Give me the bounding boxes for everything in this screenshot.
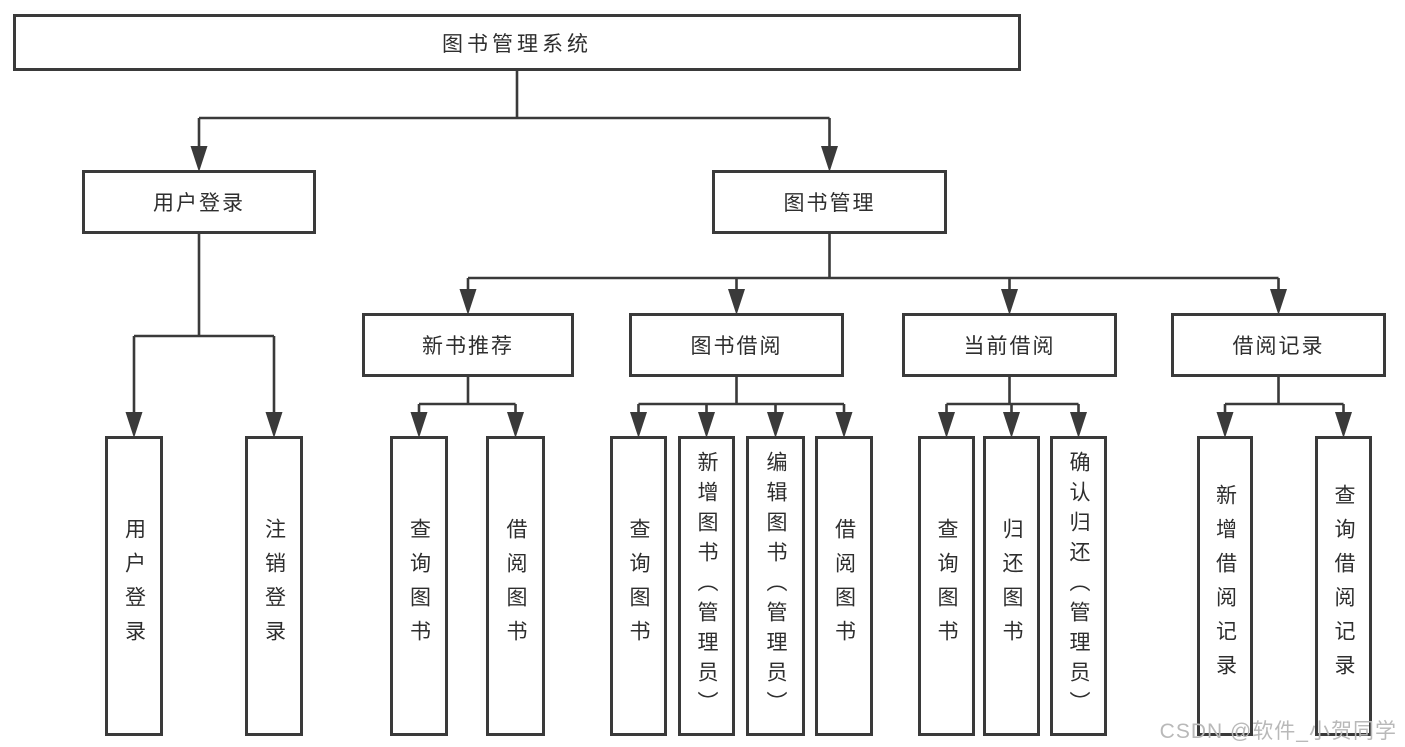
leaf-query-borrow-record: 查询借阅记录 (1315, 436, 1372, 736)
arrow-down-icon (1001, 289, 1018, 315)
leaf-query-books-2: 查询图书 (610, 436, 667, 736)
node-root-label: 图书管理系统 (442, 32, 592, 56)
leaf-add-book-admin-label: 新增图书（管理员） (695, 451, 718, 721)
leaf-query-books-1: 查询图书 (390, 436, 448, 736)
arrow-down-icon (459, 289, 477, 315)
node-user-login-label: 用户登录 (153, 192, 245, 215)
arrow-down-icon (190, 146, 208, 172)
leaf-user-login: 用户登录 (105, 436, 163, 736)
arrow-down-icon (1216, 412, 1234, 438)
node-book-borrowing: 图书借阅 (629, 313, 844, 377)
arrow-down-icon (630, 412, 647, 438)
arrow-down-icon (1270, 289, 1287, 315)
arrow-down-icon (821, 146, 838, 172)
leaf-add-book-admin: 新增图书（管理员） (678, 436, 735, 736)
leaf-query-books-1-label: 查询图书 (407, 518, 431, 654)
node-current-borrowing-label: 当前借阅 (963, 335, 1056, 358)
node-root: 图书管理系统 (13, 14, 1021, 71)
leaf-return-books: 归还图书 (983, 436, 1040, 736)
arrow-down-icon (835, 412, 853, 438)
leaf-user-login-label: 用户登录 (122, 518, 146, 654)
arrow-down-icon (410, 412, 428, 438)
leaf-borrow-books-1: 借阅图书 (486, 436, 545, 736)
arrow-down-icon (767, 412, 784, 438)
node-borrowing-records-label: 借阅记录 (1232, 335, 1325, 358)
arrow-down-icon (728, 289, 745, 315)
leaf-edit-book-admin-label: 编辑图书（管理员） (764, 451, 787, 721)
leaf-return-books-label: 归还图书 (1000, 518, 1023, 654)
leaf-logout: 注销登录 (245, 436, 303, 736)
leaf-edit-book-admin: 编辑图书（管理员） (746, 436, 805, 736)
leaf-borrow-books-2-label: 借阅图书 (832, 518, 856, 654)
arrow-down-icon (507, 412, 524, 438)
leaf-add-borrow-record: 新增借阅记录 (1197, 436, 1253, 736)
node-current-borrowing: 当前借阅 (902, 313, 1117, 377)
arrow-down-icon (1003, 412, 1020, 438)
node-borrowing-records: 借阅记录 (1171, 313, 1386, 377)
node-user-login: 用户登录 (82, 170, 316, 234)
leaf-confirm-return-admin: 确认归还（管理员） (1050, 436, 1107, 736)
leaf-query-books-3: 查询图书 (918, 436, 975, 736)
leaf-confirm-return-admin-label: 确认归还（管理员） (1067, 451, 1090, 721)
leaf-borrow-books-1-label: 借阅图书 (504, 518, 527, 654)
leaf-add-borrow-record-label: 新增借阅记录 (1213, 484, 1237, 688)
arrow-down-icon (1335, 412, 1352, 438)
leaf-query-books-3-label: 查询图书 (935, 518, 958, 654)
node-book-management-label: 图书管理 (783, 192, 876, 215)
node-book-management: 图书管理 (712, 170, 947, 234)
arrow-down-icon (265, 412, 283, 438)
leaf-query-borrow-record-label: 查询借阅记录 (1332, 484, 1355, 688)
connector-path (132, 70, 1345, 416)
node-new-book-recommend: 新书推荐 (362, 313, 574, 377)
arrowheads (125, 146, 1352, 438)
watermark: CSDN @软件_小贺同学 (1159, 720, 1397, 743)
node-new-book-recommend-label: 新书推荐 (422, 335, 514, 358)
arrow-down-icon (125, 412, 143, 438)
arrow-down-icon (938, 412, 955, 438)
leaf-borrow-books-2: 借阅图书 (815, 436, 873, 736)
arrow-down-icon (698, 412, 715, 438)
leaf-logout-label: 注销登录 (262, 518, 286, 654)
leaf-query-books-2-label: 查询图书 (627, 518, 650, 654)
arrow-down-icon (1070, 412, 1087, 438)
node-book-borrowing-label: 图书借阅 (690, 335, 783, 358)
